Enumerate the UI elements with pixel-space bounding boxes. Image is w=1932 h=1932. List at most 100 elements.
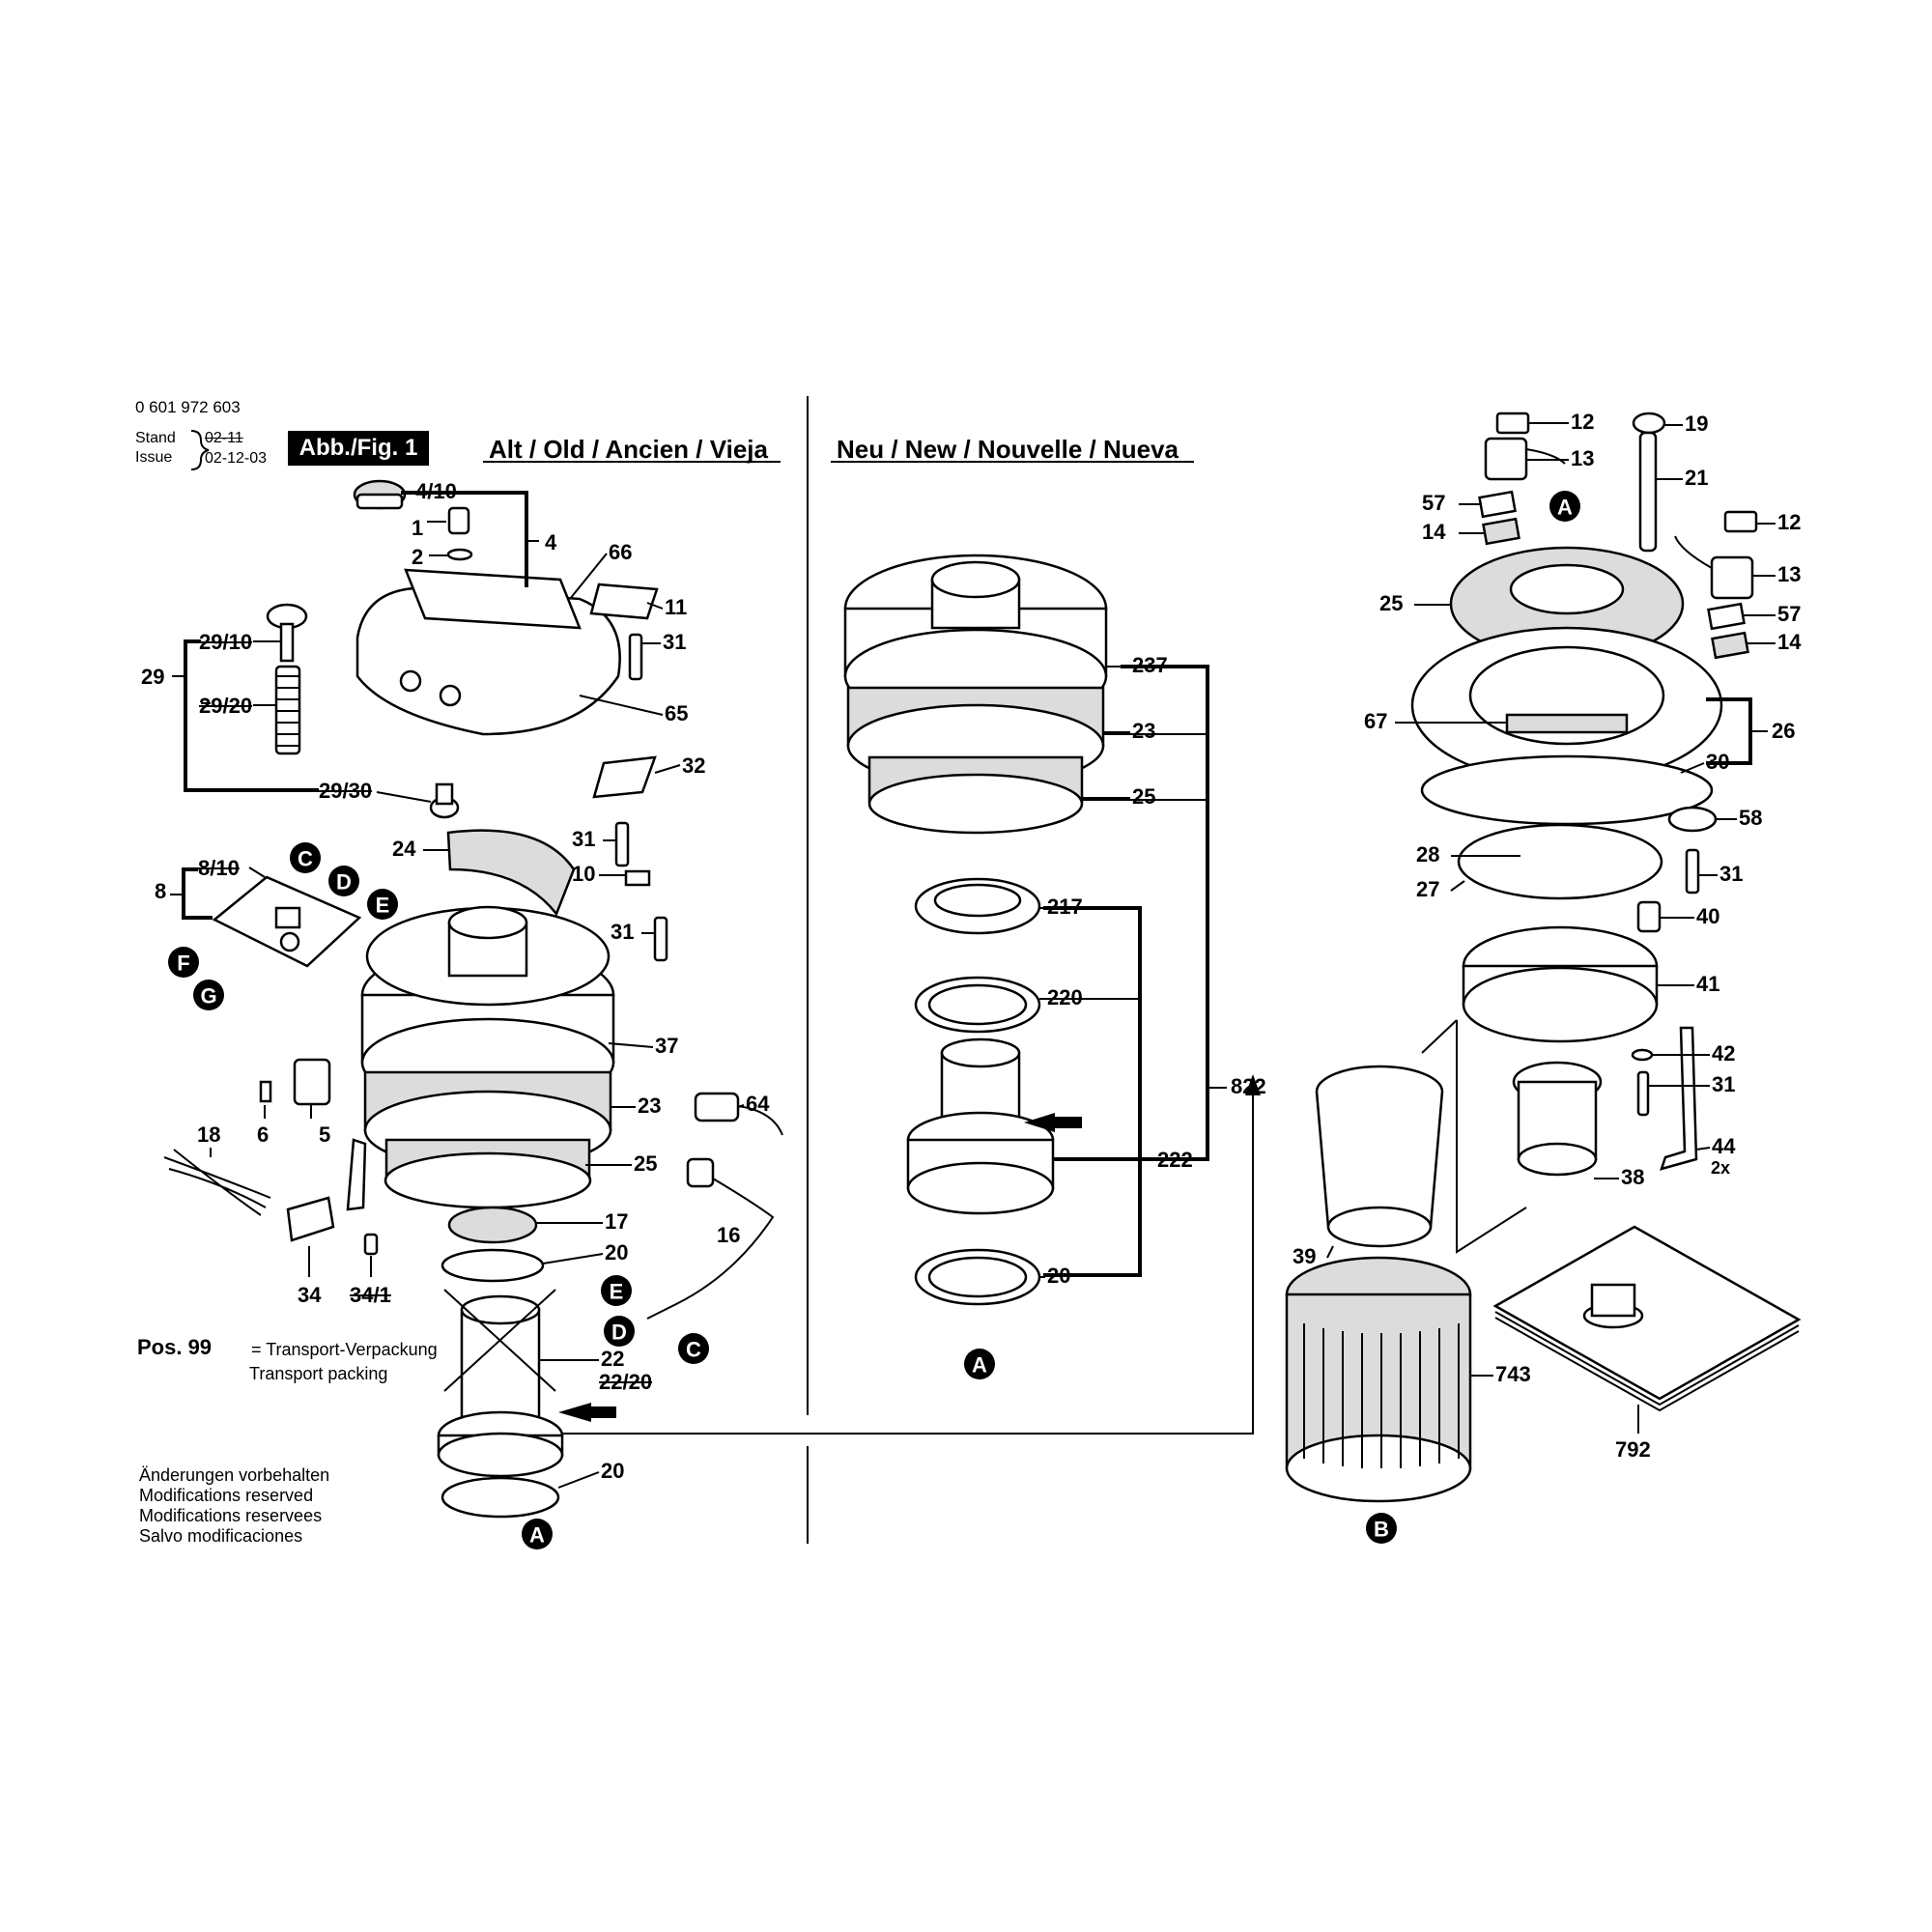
marker-letter: A: [1557, 496, 1573, 520]
marker-letter: F: [177, 952, 189, 976]
leader-c-20a: [542, 1253, 604, 1264]
bracket-4: [401, 491, 528, 587]
figure-label: Abb./Fig. 1: [288, 431, 429, 466]
foam-part-25b: [867, 755, 1084, 835]
callout-6: 6: [257, 1122, 270, 1147]
cap-part-19: [1632, 412, 1666, 435]
washer-part-42: [1631, 1048, 1654, 1062]
callout-31b: 31: [572, 827, 596, 851]
screw-part-31a: [628, 633, 643, 681]
callout-25c: 25: [1379, 591, 1404, 615]
callout-64: 64: [746, 1092, 770, 1116]
marker-letter: D: [336, 870, 352, 895]
gasket-part-14a: [1482, 517, 1520, 546]
callout-5: 5: [319, 1122, 331, 1147]
callout-34: 34: [298, 1283, 322, 1307]
foot-part-29-30: [429, 782, 460, 819]
seal-part-27: [1457, 823, 1663, 900]
pos99-label: Pos. 99: [137, 1335, 213, 1359]
marker-f: F: [168, 947, 199, 978]
callout-66: 66: [609, 540, 633, 564]
callout-237: 237: [1132, 653, 1168, 677]
callout-792: 792: [1615, 1437, 1651, 1462]
bracket-822-upper: [1053, 665, 1209, 1161]
callout-57a: 57: [1422, 491, 1446, 515]
callout-21: 21: [1685, 466, 1709, 490]
callout-4-10: 4/10: [415, 479, 457, 503]
cartridge-filter-part-743: [1285, 1256, 1472, 1503]
callout-65: 65: [665, 701, 689, 725]
callout-38: 38: [1621, 1165, 1645, 1189]
callout-31d: 31: [1719, 862, 1744, 886]
callout-22-20: 22/20: [599, 1370, 653, 1394]
old-issue-date: 02-11: [205, 430, 243, 446]
callout-13b: 13: [1777, 562, 1802, 586]
callout-20a: 20: [605, 1240, 629, 1264]
label-part-32: [592, 755, 657, 799]
sensor-part-13b: [1674, 535, 1754, 600]
clip-part-44: [1660, 1026, 1698, 1171]
marker-letter: G: [200, 984, 216, 1009]
callout-2: 2: [412, 545, 424, 569]
housing-part-26: [1410, 626, 1723, 784]
filter-cage-part-39: [1315, 1065, 1444, 1248]
callout-25a: 25: [634, 1151, 658, 1176]
callout-44: 44: [1712, 1134, 1736, 1158]
quantity-note: 2x: [1711, 1158, 1731, 1178]
ring-part-30: [1420, 754, 1714, 826]
callout-29: 29: [141, 665, 165, 689]
callout-17: 17: [605, 1209, 629, 1234]
screw-part-34-1: [363, 1233, 379, 1256]
callout-37: 37: [655, 1034, 679, 1058]
modifications-fr: Modifications reservees: [139, 1506, 323, 1525]
callout-8: 8: [155, 879, 167, 903]
callout-743: 743: [1495, 1362, 1531, 1386]
marker-e2: E: [601, 1275, 632, 1306]
leader-c-66: [569, 553, 608, 600]
pos99-line1: = Transport-Verpackung: [251, 1340, 438, 1359]
callout-29-10: 29/10: [199, 630, 253, 654]
marker-letter: A: [529, 1523, 545, 1548]
leader-c-11: [646, 602, 664, 610]
stand-label: Stand: [135, 430, 176, 446]
callout-23b: 23: [1132, 719, 1156, 743]
motor-part-22-20: [437, 1410, 564, 1478]
callout-22: 22: [601, 1347, 625, 1371]
valve-part-58: [1667, 806, 1718, 833]
switch-part-5: [293, 1058, 331, 1106]
callout-57b: 57: [1777, 602, 1802, 626]
marker-a2: A: [964, 1349, 995, 1379]
leader-c-30: [1680, 762, 1705, 774]
modifications-es: Salvo modificaciones: [139, 1526, 303, 1546]
bracket-part-10: [624, 869, 651, 887]
sensor-part-12b: [1723, 510, 1758, 533]
callout-24: 24: [392, 837, 416, 861]
marker-letter: E: [610, 1280, 624, 1304]
marker-c1: C: [290, 842, 321, 873]
leader-c-39: [1326, 1245, 1334, 1259]
marker-g: G: [193, 980, 224, 1010]
spring-part-29-20: [274, 665, 301, 755]
marker-a3: A: [1549, 491, 1580, 522]
label-part-11: [589, 582, 659, 620]
leader-c-44: [1695, 1147, 1711, 1151]
new-issue-date: 02-12-03: [205, 450, 268, 467]
replacement-link-line: [562, 1082, 1254, 1435]
filter-ring-part-17: [447, 1206, 538, 1244]
section-title-new: Neu / New / Nouvelle / Nueva: [837, 435, 1179, 464]
foam-part-25c: [1449, 546, 1685, 662]
callout-14a: 14: [1422, 520, 1446, 544]
leader-lines: [210, 422, 1776, 1489]
float-part-38: [1512, 1061, 1603, 1177]
callout-29-30: 29/30: [319, 779, 373, 803]
gasket-part-57a: [1478, 490, 1517, 519]
marker-letter: A: [972, 1353, 987, 1378]
arrow-old-motor: [558, 1403, 616, 1422]
screw-part-31e: [1636, 1070, 1650, 1117]
callout-4: 4: [545, 530, 557, 554]
section-title-old: Alt / Old / Ancien / Vieja: [489, 435, 768, 464]
callout-28: 28: [1416, 842, 1440, 867]
callout-18: 18: [197, 1122, 221, 1147]
cage-frame-part-41: [1462, 925, 1659, 1043]
